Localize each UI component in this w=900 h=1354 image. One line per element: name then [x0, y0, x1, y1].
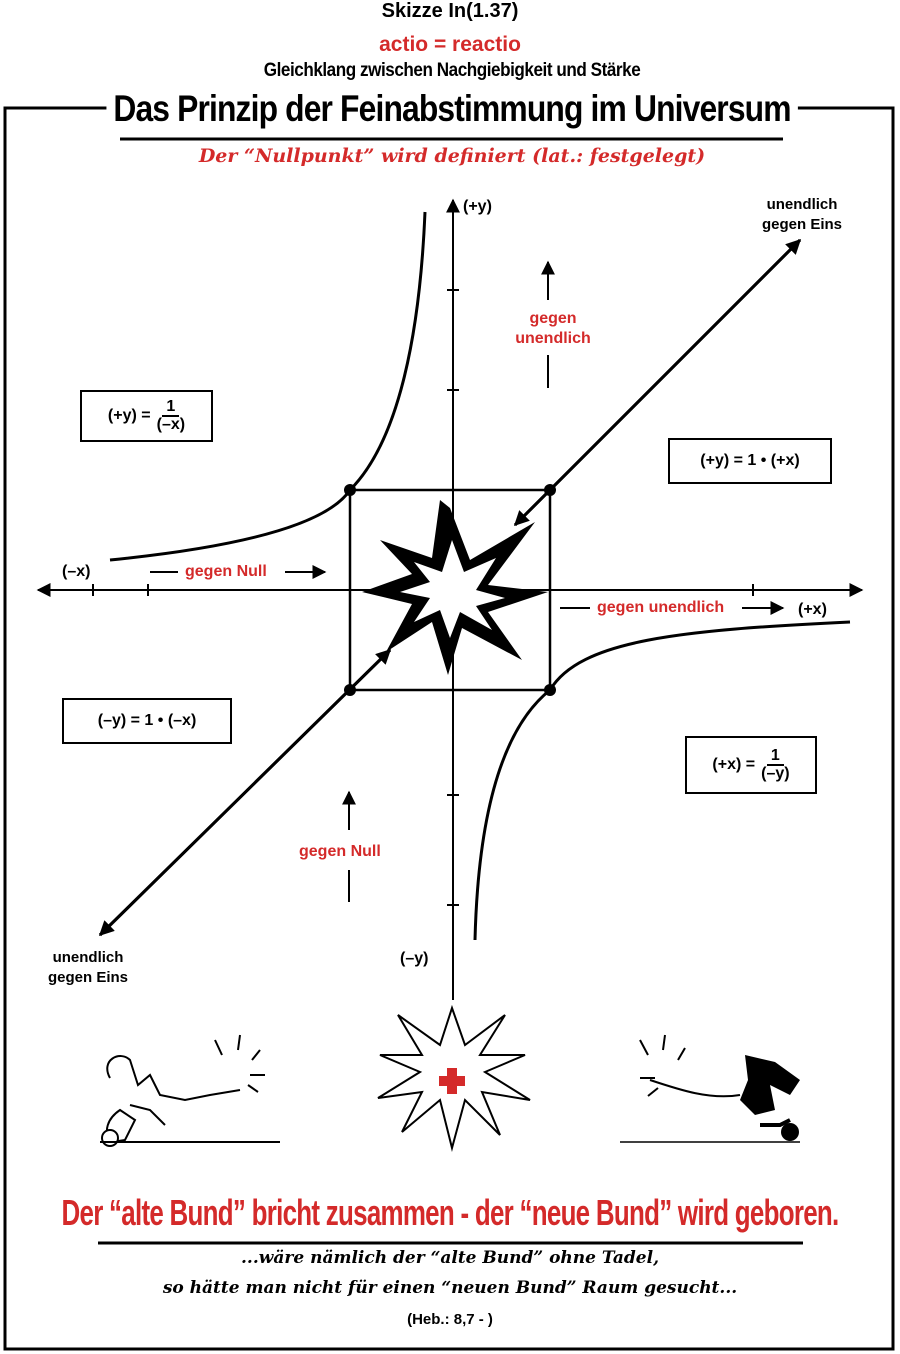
- actio-reactio: actio = reactio: [379, 33, 521, 56]
- label-unendlich-gegen-eins-bottom: unendlich gegen Eins: [47, 949, 129, 986]
- gleichklang-subtitle: Gleichklang zwischen Nachgiebigkeit und …: [263, 60, 641, 81]
- diagonal-arrow-into-center-top: [513, 238, 802, 527]
- label-gegen-null-left: gegen Null: [185, 563, 267, 580]
- formula-box-top-left: (+y) = 1 (–x): [80, 390, 213, 442]
- axis-ticks: [92, 289, 754, 906]
- axis-label-plus-y: (+y): [463, 198, 492, 215]
- formula-box-top-right: (+y) = 1 • (+x): [668, 438, 832, 484]
- falling-figure-right-icon: [620, 1034, 800, 1143]
- label-gegen-unendlich-top: gegen unendlich: [515, 310, 591, 347]
- label-gegen-unendlich-right: gegen unendlich: [597, 599, 725, 616]
- formula-box-bottom-left: (–y) = 1 • (–x): [62, 698, 232, 744]
- sketch-number: Skizze In(1.37): [381, 0, 519, 22]
- label-unendlich-gegen-eins-top: unendlich gegen Eins: [761, 196, 843, 233]
- nullpunkt-square: [348, 488, 552, 692]
- footer-quote-line-1: ...wäre nämlich der “alte Bund” ohne Tad…: [240, 1248, 660, 1268]
- nullpunkt-subtitle: Der “Nullpunkt” wird definiert (lat.: fe…: [198, 145, 706, 167]
- formula-box-bottom-right: (+x) = 1 (–y): [685, 736, 817, 794]
- page-title: Das Prinzip der Feinabstimmung im Univer…: [106, 88, 798, 130]
- explosion-cross-icon: [377, 1004, 531, 1152]
- page-frame: [3, 106, 895, 1351]
- footer-headline: Der “alte Bund” bricht zusammen - der “n…: [61, 1192, 840, 1233]
- label-gegen-null-bottom: gegen Null: [299, 843, 381, 860]
- center-burst-icon: [362, 500, 548, 675]
- diagonal-arrow-into-center-bottom: [98, 648, 392, 937]
- falling-figure-left-icon: [100, 1034, 280, 1147]
- footer-quote-line-2: so hätte man nicht für einen “neuen Bund…: [162, 1278, 738, 1298]
- axis-label-minus-y: (–y): [400, 950, 429, 967]
- axis-label-minus-x: (–x): [62, 563, 91, 580]
- axis-label-plus-x: (+x): [798, 601, 827, 618]
- footer-bible-reference: (Heb.: 8,7 - ): [407, 1311, 493, 1328]
- hyperbola-top-left: [109, 211, 427, 562]
